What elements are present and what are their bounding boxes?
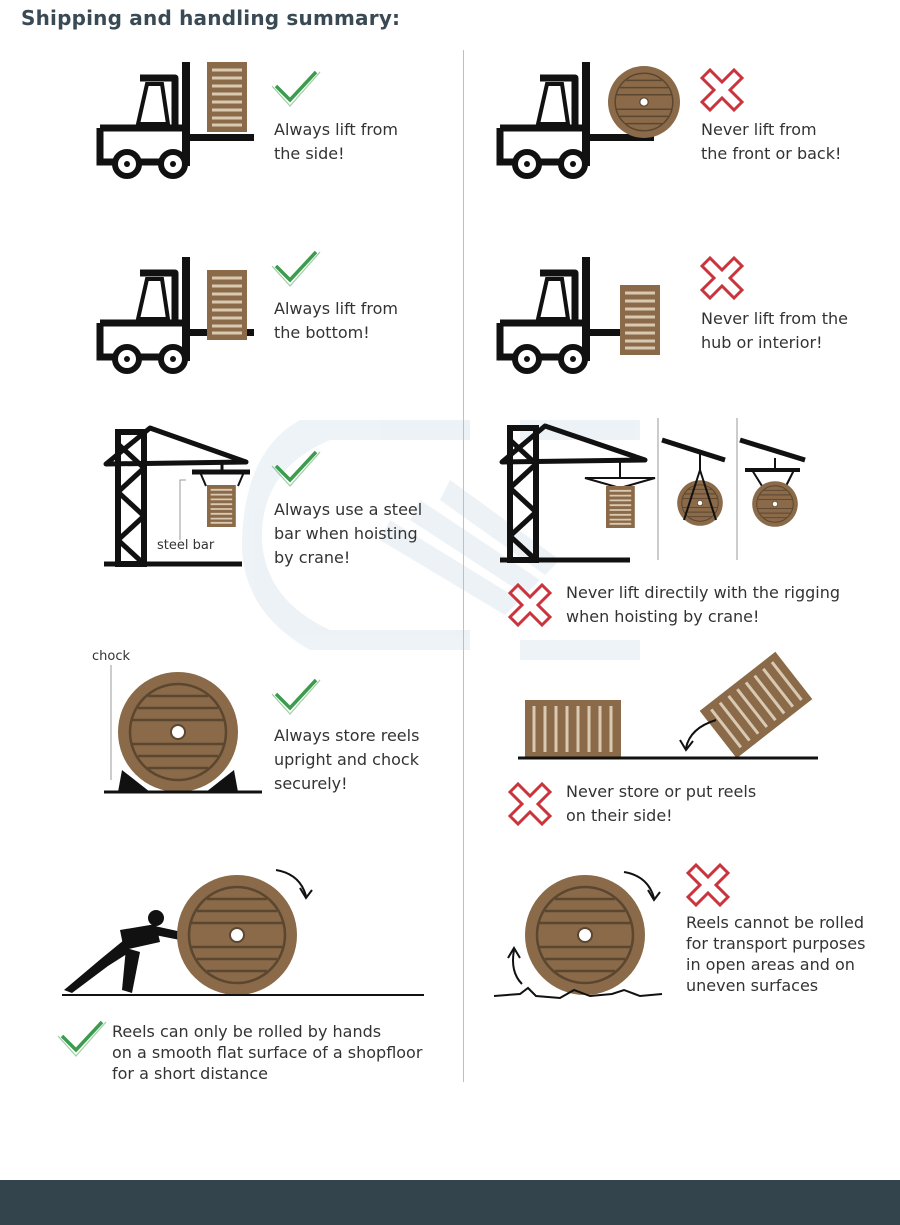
cross-icon (686, 863, 730, 907)
cross-icon (508, 583, 552, 627)
reel-icon (607, 65, 681, 139)
person-pushing-icon (64, 910, 182, 993)
check-icon (270, 678, 322, 716)
crane-icon (510, 428, 536, 560)
check-icon (270, 250, 322, 288)
chock-label: chock (92, 649, 131, 664)
reel-icon (523, 873, 647, 997)
page-footer (0, 1180, 900, 1225)
crate-icon (205, 268, 249, 342)
crate-icon (618, 283, 662, 357)
crate-icon (205, 483, 237, 529)
steel-bar-label: steel bar (157, 538, 215, 553)
reel-icon (116, 670, 240, 794)
cross-icon (700, 68, 744, 112)
column-divider (463, 50, 464, 1082)
reel-icon (751, 480, 799, 528)
reel-icon (175, 873, 299, 997)
check-icon (56, 1020, 108, 1058)
check-icon (270, 70, 322, 108)
cross-icon (508, 782, 552, 826)
cross-icon (700, 256, 744, 300)
crate-icon (604, 484, 636, 530)
page-title: Shipping and handling summary: (21, 6, 401, 30)
check-icon (270, 450, 322, 488)
crate-icon (205, 60, 249, 134)
